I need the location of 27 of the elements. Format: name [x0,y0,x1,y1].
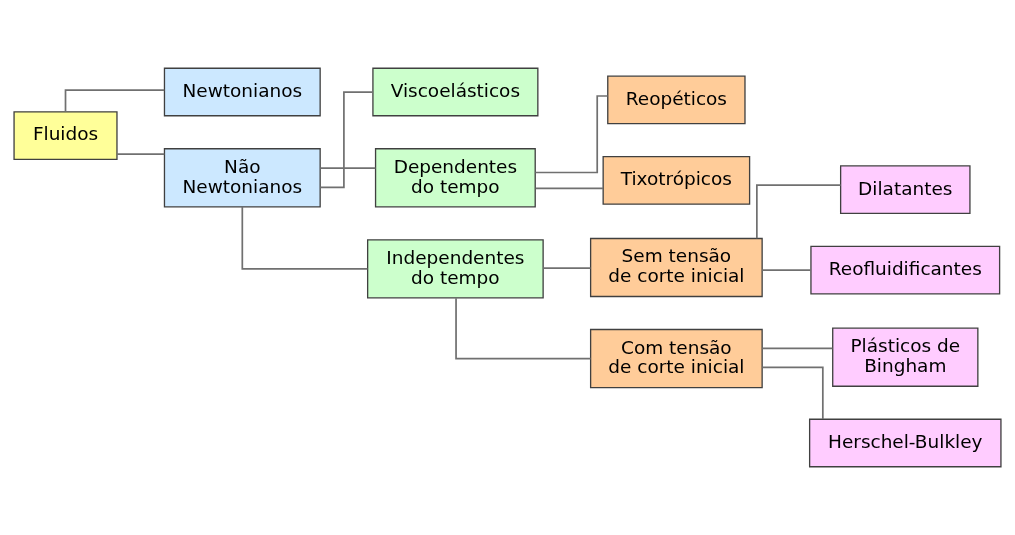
node-box: Fluidos [13,111,118,160]
connector [761,347,834,350]
node-box: Com tensão de corte inicial [589,328,763,389]
node-box: Dilatantes [840,165,971,215]
connector [542,267,592,270]
connector [319,91,374,189]
connector [116,153,166,155]
node-box: Independentes do tempo [367,239,544,299]
connector [534,187,604,190]
node-box: Sem tensão de corte inicial [589,237,763,298]
node-box: Dependentes do tempo [374,148,536,208]
connector [534,95,609,174]
connector [455,297,592,360]
node-box: Tixotrópicos [602,156,751,205]
connector [761,269,812,271]
node-box: Não Newtonianos [163,148,321,208]
connector [761,366,824,420]
node-box: Herschel-Bulkley [808,418,1002,468]
connector [756,184,842,240]
node-box: Plásticos de Bingham [832,327,979,387]
node-box: Reopéticos [607,75,746,125]
node-box: Reofluidificantes [810,245,1001,295]
node-box: Newtonianos [163,67,321,117]
connector [64,89,166,113]
node-box: Viscoelásticos [372,67,539,117]
connector [319,167,377,169]
connector [241,206,369,270]
